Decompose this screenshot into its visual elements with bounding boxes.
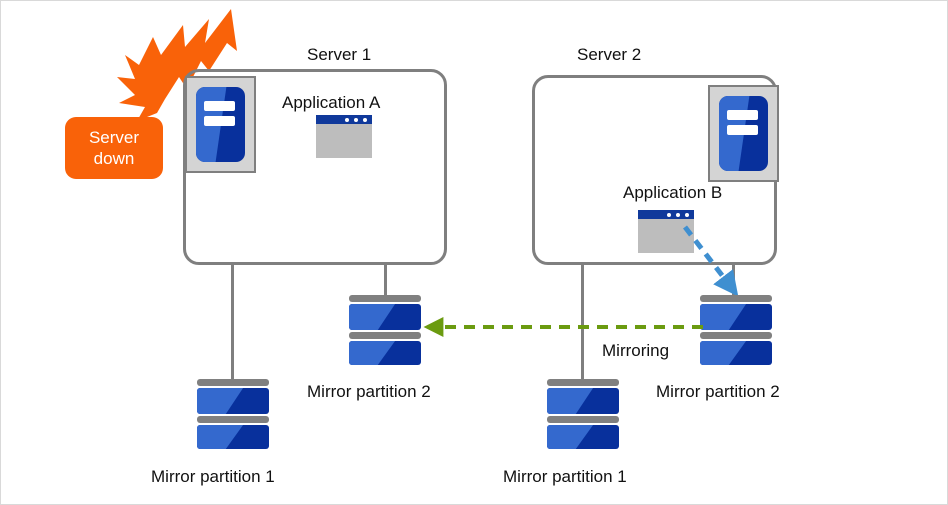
- application-window-icon: [638, 210, 694, 253]
- server2-wire-left: [581, 264, 584, 384]
- server2-title: Server 2: [577, 45, 642, 64]
- disk-partition-icon: [197, 379, 269, 449]
- application-a-label: Application A: [282, 93, 381, 112]
- disk-body: [197, 388, 269, 414]
- status-badge-server-down: Server down: [65, 117, 163, 179]
- disk-body: [547, 388, 619, 414]
- app-window-dot: [676, 213, 680, 217]
- server1-title: Server 1: [307, 45, 372, 64]
- server-tower-body: [719, 96, 768, 171]
- server-tower-body: [196, 87, 245, 162]
- disk-body: [349, 304, 421, 330]
- disk-plate: [349, 295, 421, 302]
- app-window-dot: [685, 213, 689, 217]
- disk-partition-icon: [700, 295, 772, 365]
- disk-plate: [547, 416, 619, 423]
- mirroring-label: Mirroring: [602, 341, 670, 360]
- server-tower-slot: [727, 110, 758, 120]
- badge-line-2: down: [93, 149, 135, 168]
- server1-wire-right: [384, 264, 387, 297]
- badge-line-1: Server: [88, 128, 140, 147]
- disk-body: [700, 341, 772, 365]
- server1-enclosure: [183, 69, 447, 265]
- write-arrow-icon: [683, 225, 739, 297]
- disk-body: [349, 341, 421, 365]
- disk-plate: [349, 332, 421, 339]
- app-window-dot: [363, 118, 367, 122]
- disk-body: [547, 425, 619, 449]
- mirror-partition-label: Mirror partition 2: [307, 382, 431, 401]
- lightning-burst-icon: [117, 9, 237, 121]
- app-window-dot: [667, 213, 671, 217]
- mirror-partition-label: Mirror partition 2: [656, 382, 780, 401]
- disk-partition-icon: [349, 295, 421, 365]
- app-window-titlebar: [638, 210, 694, 219]
- server-tower-slot: [727, 125, 758, 135]
- disk-plate: [197, 379, 269, 386]
- disk-plate: [700, 332, 772, 339]
- application-window-icon: [316, 115, 372, 158]
- server-tower-slot: [204, 101, 235, 111]
- mirror-partition-label: Mirror partition 1: [151, 467, 275, 486]
- app-window-dot: [354, 118, 358, 122]
- disk-plate: [547, 379, 619, 386]
- app-window-dot: [345, 118, 349, 122]
- disk-plate: [700, 295, 772, 302]
- disk-body: [700, 304, 772, 330]
- disk-body: [197, 425, 269, 449]
- app-window-titlebar: [316, 115, 372, 124]
- server1-wire-left: [231, 264, 234, 384]
- mirror-partition-label: Mirror partition 1: [503, 467, 627, 486]
- disk-partition-icon: [547, 379, 619, 449]
- server-tower-slot: [204, 116, 235, 126]
- server-tower-icon: [185, 76, 256, 173]
- disk-plate: [197, 416, 269, 423]
- server-tower-icon: [708, 85, 779, 182]
- mirroring-arrow-icon: [423, 317, 703, 337]
- application-b-label: Application B: [623, 183, 723, 202]
